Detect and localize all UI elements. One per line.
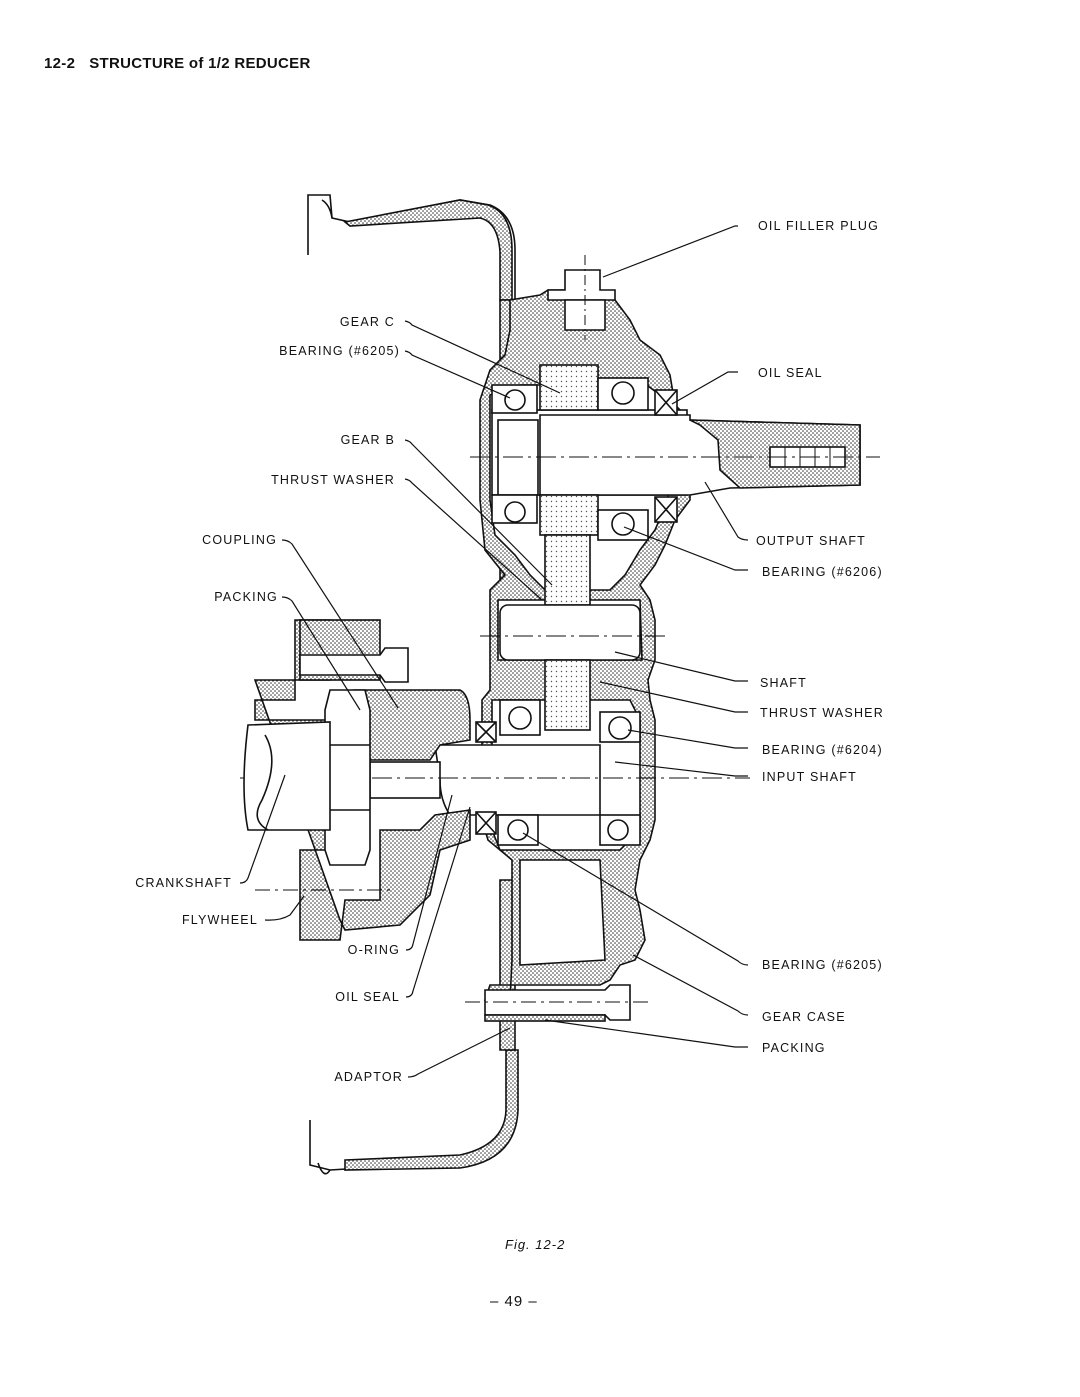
label-bearing-6205-top: BEARING (#6205) (279, 344, 400, 358)
label-oil-filler-plug: OIL FILLER PLUG (758, 219, 880, 233)
bearing-6205-top (491, 384, 538, 524)
label-gear-b: GEAR B (340, 433, 395, 447)
gear-c (539, 364, 599, 411)
nut (324, 689, 371, 866)
section-title: STRUCTURE of 1/2 REDUCER (89, 55, 311, 72)
crankshaft (243, 721, 331, 831)
label-thrust-washer-left: THRUST WASHER (271, 473, 395, 487)
label-gear-case: GEAR CASE (762, 1010, 846, 1024)
label-bearing-6206: BEARING (#6206) (762, 565, 883, 579)
gear-b (544, 534, 591, 606)
input-shaft (434, 744, 601, 816)
bearing-6205-bottom (497, 814, 641, 846)
label-packing-left: PACKING (214, 590, 278, 604)
label-shaft: SHAFT (760, 676, 807, 690)
label-o-ring: O-RING (347, 943, 400, 957)
oil-filler-plug (547, 269, 616, 301)
label-coupling: COUPLING (202, 533, 277, 547)
leader-lines-right (522, 225, 749, 1048)
oil-seal-input (475, 721, 497, 835)
mid-shaft (499, 604, 641, 661)
label-thrust-washer-right: THRUST WASHER (760, 706, 884, 720)
coupling (353, 689, 471, 761)
label-oil-seal-input: OIL SEAL (335, 990, 400, 1004)
gasket-packing (484, 1014, 606, 1022)
label-bearing-6204: BEARING (#6204) (762, 743, 883, 757)
leader-lines-left (239, 320, 561, 1078)
section-heading: 12-2 STRUCTURE of 1/2 REDUCER (44, 55, 311, 72)
label-adaptor: ADAPTOR (334, 1070, 403, 1084)
diagram-drawing (239, 194, 880, 1175)
label-oil-seal-output: OIL SEAL (758, 366, 823, 380)
label-bearing-6205-bottom: BEARING (#6205) (762, 958, 883, 972)
label-packing-right: PACKING (762, 1041, 826, 1055)
bearing-6204 (499, 699, 641, 743)
figure-caption: Fig. 12-2 (505, 1237, 566, 1252)
oil-seal-output (654, 389, 678, 523)
label-gear-c: GEAR C (339, 315, 395, 329)
page-number: – 49 – (490, 1293, 538, 1310)
label-input-shaft: INPUT SHAFT (762, 770, 857, 784)
label-flywheel: FLYWHEEL (181, 913, 258, 927)
label-output-shaft: OUTPUT SHAFT (756, 534, 867, 548)
section-number: 12-2 (44, 55, 76, 72)
label-crankshaft: CRANKSHAFT (135, 876, 232, 890)
bearing-6206 (597, 377, 649, 541)
flywheel (253, 619, 471, 941)
